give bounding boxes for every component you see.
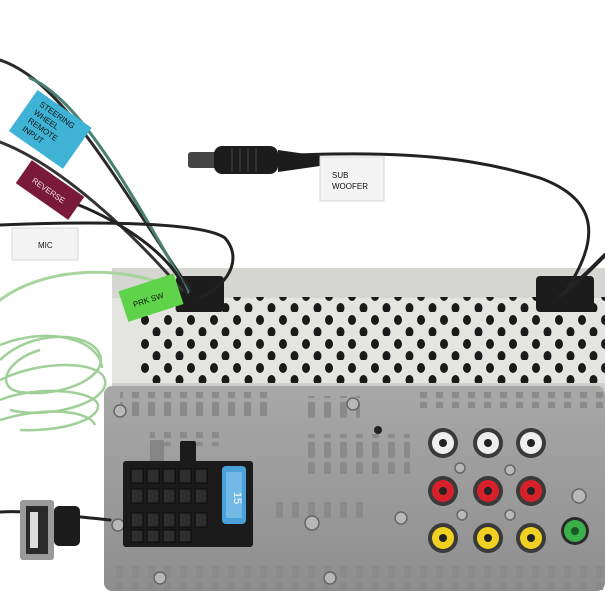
rca-red-row (428, 476, 546, 506)
antenna-jack (561, 517, 589, 545)
sub-woofer-plug (188, 146, 320, 174)
mic-label: MIC (38, 241, 53, 250)
chassis-screws (111, 397, 587, 585)
sub-woofer-tag: SUB WOOFER (319, 156, 385, 202)
iso-connector (123, 441, 253, 547)
prk-sw-tag: PRK SW (118, 273, 184, 322)
sub-label-line-1: SUB (332, 171, 348, 180)
fuse-rating: 15 (231, 492, 243, 504)
rca-jacks (428, 428, 546, 553)
chassis-hole (374, 426, 382, 434)
sub-label-line-2: WOOFER (332, 182, 368, 191)
rca-white-row (428, 428, 546, 458)
antenna-wire-coil (0, 334, 107, 432)
fuse: 15 (222, 466, 246, 524)
wires (0, 58, 605, 522)
steering-wheel-remote-tag: STEERING WHEEL REMOTE INPUT (8, 89, 92, 169)
rca-yellow-row (428, 523, 546, 553)
mic-tag: MIC (11, 227, 79, 261)
usb-plug (20, 500, 80, 560)
